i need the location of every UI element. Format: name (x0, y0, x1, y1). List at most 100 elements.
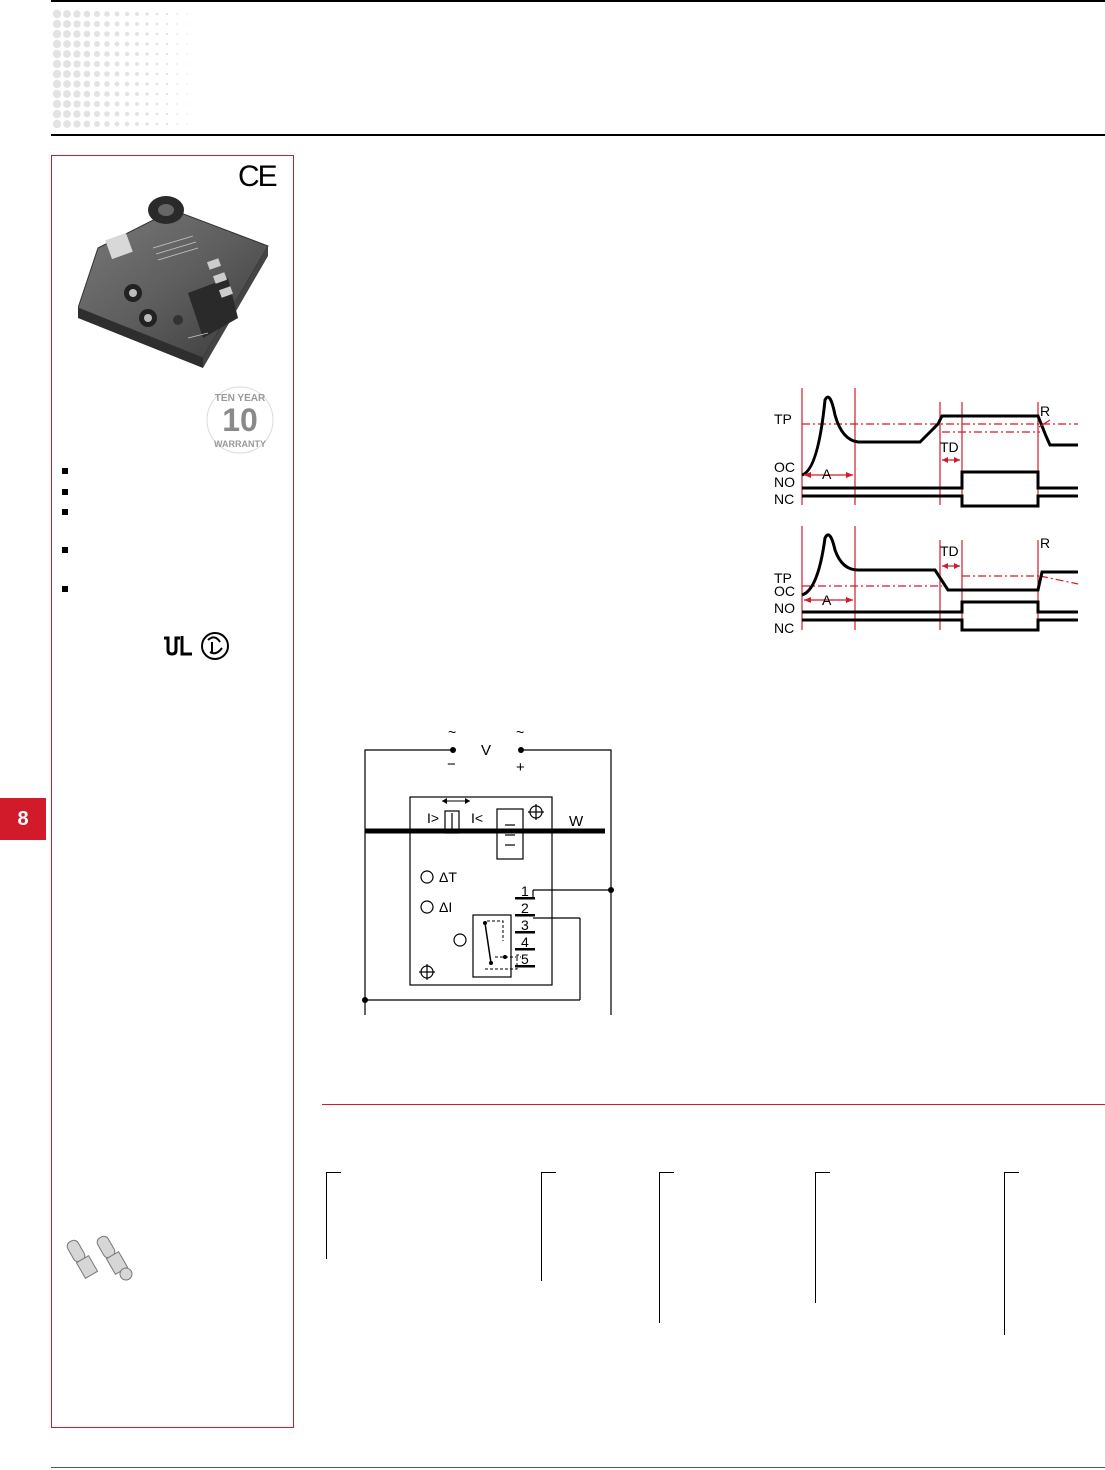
warranty-badge: TEN YEAR 10 WARRANTY (206, 386, 274, 454)
header-dot (83, 10, 91, 18)
label-tp: TP (774, 570, 792, 586)
header-dot (186, 103, 188, 105)
ordering-bracket-5 (1004, 1172, 1019, 1335)
header-dot (176, 63, 178, 65)
header-dot (52, 89, 62, 99)
label-no: NO (774, 474, 795, 490)
header-dot (83, 100, 91, 108)
header-dot (176, 23, 178, 25)
header-dot (104, 71, 110, 77)
label-tp: TP (774, 411, 792, 427)
label-nc: NC (774, 491, 794, 507)
header-dot (73, 100, 81, 108)
header-dot (135, 52, 139, 56)
header-rule (51, 134, 1105, 136)
header-dot (145, 12, 149, 16)
header-dot (145, 32, 149, 36)
header-dot (124, 81, 130, 87)
header-dot (63, 50, 71, 58)
header-dot (135, 32, 139, 36)
header-dot (93, 50, 101, 58)
header-dot (135, 122, 139, 126)
header-dot (63, 40, 71, 48)
label-a: A (822, 466, 832, 482)
header-dot (114, 11, 120, 17)
header-dot (104, 121, 110, 127)
label-i-greater: I> (427, 810, 439, 826)
header-dot (73, 20, 81, 28)
feature-bullet-4 (62, 547, 68, 553)
header-dot (52, 59, 62, 69)
header-dot (52, 9, 62, 19)
header-dot (93, 70, 101, 78)
header-dot (135, 12, 139, 16)
label-w: W (569, 813, 584, 830)
header-dot (155, 32, 159, 36)
header-dot (63, 10, 71, 18)
header-dot (176, 83, 178, 85)
header-dot (155, 62, 159, 66)
header-dot (124, 41, 130, 47)
section-tab: 8 (0, 798, 46, 840)
label-no: NO (774, 600, 795, 616)
header-dot (73, 120, 81, 128)
header-dot (104, 21, 110, 27)
header-dot (155, 22, 159, 26)
header-dot (165, 62, 169, 66)
warranty-bottom-text: WARRANTY (214, 439, 266, 449)
header-dot (104, 111, 110, 117)
header-dot (165, 42, 169, 46)
header-dot (124, 31, 130, 37)
certification-logos (164, 632, 229, 660)
header-dot (124, 121, 130, 127)
header-dot (93, 10, 101, 18)
header-dot (124, 51, 130, 57)
header-dot (155, 92, 159, 96)
label-r: R (1040, 403, 1050, 419)
warranty-top-text: TEN YEAR (215, 393, 266, 404)
label-plus: + (516, 759, 525, 776)
header-dot (104, 91, 110, 97)
header-dot (176, 73, 178, 75)
header-dot (145, 62, 149, 66)
header-dot (52, 109, 62, 119)
header-dot (145, 122, 149, 126)
timing-diagram-top: TP OC NO NC A TD R (774, 388, 1078, 508)
label-td: TD (940, 543, 959, 559)
header-dot (114, 41, 120, 47)
header-dot (73, 10, 81, 18)
header-dot (104, 11, 110, 17)
header-dot (83, 50, 91, 58)
header-dot (63, 30, 71, 38)
feature-bullet-2 (62, 489, 68, 495)
header-dot (135, 22, 139, 26)
header-dot (186, 13, 188, 15)
header-dot-pattern (52, 9, 188, 128)
header-dot (73, 50, 81, 58)
header-dot (52, 49, 62, 59)
feature-bullet-5 (62, 586, 68, 592)
label-v: V (481, 742, 491, 759)
header-dot (63, 120, 71, 128)
header-dot (93, 90, 101, 98)
header-dot (145, 112, 149, 116)
header-dot (114, 71, 120, 77)
feature-bullet-3 (62, 509, 68, 515)
header-dot (114, 21, 120, 27)
header-dot (104, 31, 110, 37)
header-dot (52, 69, 62, 79)
header-dot (145, 102, 149, 106)
header-dot (114, 61, 120, 67)
header-dot (83, 40, 91, 48)
header-dot (165, 112, 169, 116)
header-dot (155, 112, 159, 116)
header-dot (165, 72, 169, 76)
header-dot (114, 111, 120, 117)
header-dot (73, 80, 81, 88)
timing-diagram-bottom: TP OC NO NC A TD R (774, 526, 1079, 636)
ul-logo (164, 636, 192, 656)
header-dot (135, 82, 139, 86)
header-dot (186, 43, 188, 45)
header-dot (155, 102, 159, 106)
header-dot (124, 91, 130, 97)
